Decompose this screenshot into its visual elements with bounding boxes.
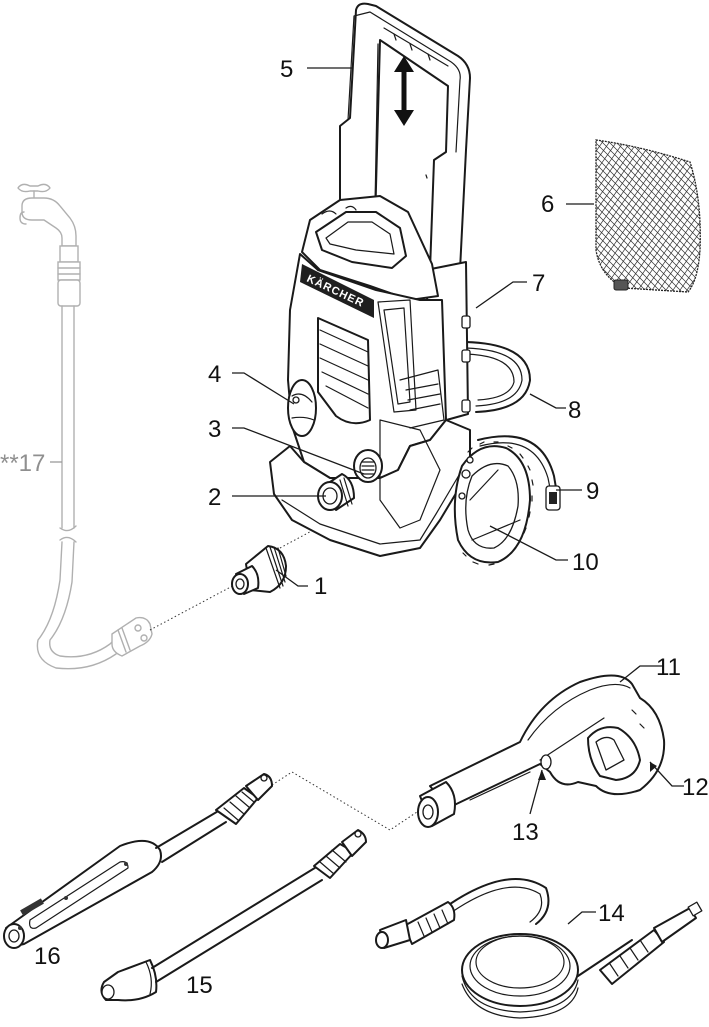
callout-13: 13 — [512, 819, 539, 846]
callout-12: 12 — [682, 774, 709, 801]
callout-10: 10 — [572, 549, 599, 576]
mesh-line — [463, 130, 583, 300]
callout-17: **17 — [0, 450, 45, 477]
water-inlet-connector — [232, 546, 286, 594]
mesh-line — [456, 130, 576, 300]
mesh-line — [470, 130, 590, 300]
high-pressure-outlet — [354, 450, 382, 482]
callout-11: 11 — [656, 654, 681, 681]
vario-power-spray-lance — [4, 774, 272, 948]
high-pressure-hose — [376, 879, 702, 1018]
hose-reel-holder — [455, 442, 533, 565]
callout-14: 14 — [598, 900, 625, 927]
callout-4: 4 — [208, 361, 221, 388]
mesh-line — [701, 130, 709, 300]
garden-hose-optional — [18, 184, 152, 668]
callout-7: 7 — [532, 270, 545, 297]
callout-6: 6 — [541, 191, 554, 218]
callout-2: 2 — [208, 484, 221, 511]
callout-8: 8 — [568, 397, 581, 424]
mesh-line — [702, 130, 709, 300]
device-switch — [288, 380, 316, 436]
double-arrow-icon — [394, 56, 414, 126]
mesh-line — [443, 130, 613, 300]
callout-9: 9 — [586, 478, 599, 505]
power-cord — [466, 342, 530, 412]
trigger-gun — [418, 675, 664, 827]
callout-1: 1 — [314, 573, 327, 600]
callout-5: 5 — [280, 56, 293, 83]
callout-15: 15 — [186, 972, 213, 999]
callout-3: 3 — [208, 416, 221, 443]
callout-16: 16 — [34, 943, 61, 970]
